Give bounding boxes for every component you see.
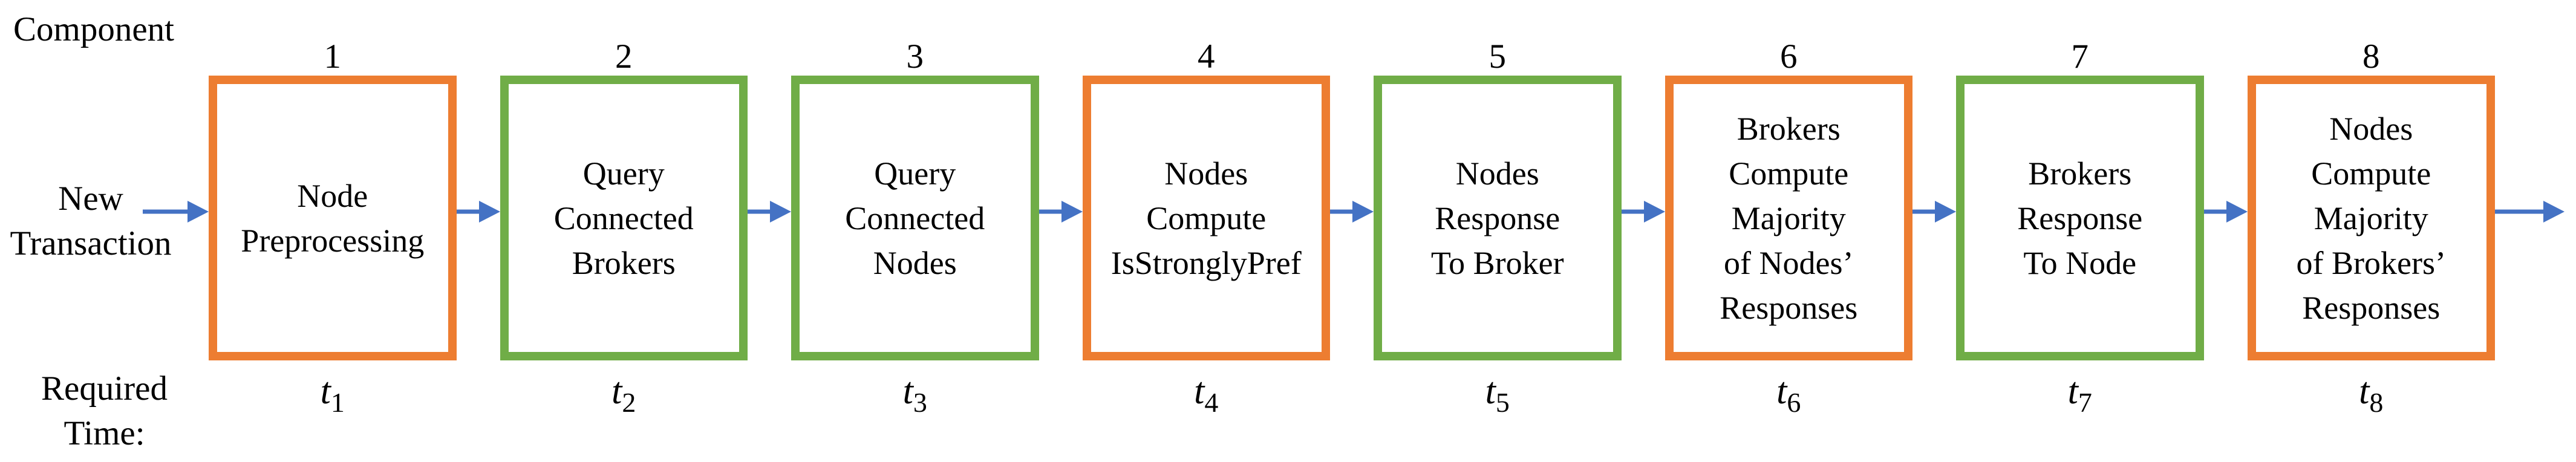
- arrow-right-icon: [1039, 201, 1083, 223]
- stage-number: 6: [1780, 37, 1798, 76]
- component-box-label: Query Connected Nodes: [845, 155, 985, 281]
- time-subscript: 2: [622, 387, 636, 418]
- stage-6: 6 Brokers Compute Majority of Nodes’ Res…: [1665, 0, 1913, 462]
- component-box-label: Brokers Response To Node: [2017, 155, 2143, 281]
- flow-arrow: [1039, 0, 1083, 462]
- required-time-label: Required Time:: [41, 369, 168, 452]
- flow-arrow: [1621, 0, 1665, 462]
- time-subscript: 1: [330, 387, 345, 418]
- component-box: Nodes Response To Broker: [1374, 76, 1622, 360]
- arrow-right-icon: [2203, 201, 2248, 223]
- component-box-label: Nodes Compute IsStronglyPref: [1110, 155, 1302, 281]
- flow-arrow-out: [2495, 0, 2576, 462]
- required-time-value: t5: [1374, 360, 1622, 462]
- stage-1: 1 Node Preprocessing t1: [209, 0, 457, 462]
- arrow-right-icon: [748, 201, 791, 223]
- flow-arrow: [1912, 0, 1956, 462]
- component-box: Query Connected Brokers: [500, 76, 748, 360]
- stage-number: 3: [906, 37, 924, 76]
- time-symbol: t: [1194, 371, 1205, 412]
- stage-4: 4 Nodes Compute IsStronglyPref t4: [1082, 0, 1331, 462]
- component-box-label: Query Connected Brokers: [553, 155, 694, 281]
- required-time-value: t4: [1083, 360, 1331, 462]
- flow-arrow: [1330, 0, 1374, 462]
- component-box: Nodes Compute IsStronglyPref: [1082, 76, 1330, 360]
- flow-arrow: [748, 0, 791, 462]
- stage-2: 2 Query Connected Brokers t2: [500, 0, 748, 462]
- required-time-value: t8: [2248, 360, 2496, 462]
- time-symbol: t: [1776, 371, 1787, 412]
- arrow-right-icon: [1912, 201, 1956, 223]
- stage-3: 3 Query Connected Nodes t3: [791, 0, 1039, 462]
- time-subscript: 5: [1495, 387, 1510, 418]
- arrow-right-icon: [1621, 201, 1665, 223]
- flow-arrow: [2203, 0, 2248, 462]
- stage-8: 8 Nodes Compute Majority of Brokers’ Res…: [2247, 0, 2496, 462]
- component-box: Brokers Compute Majority of Nodes’ Respo…: [1665, 76, 1912, 360]
- component-box: Query Connected Nodes: [791, 76, 1039, 360]
- left-label-column: Component New Transaction Required Time:: [0, 0, 209, 462]
- arrow-right-icon: [2495, 201, 2565, 223]
- component-box-label: Brokers Compute Majority of Nodes’ Respo…: [1720, 110, 1858, 326]
- arrow-right-icon: [143, 201, 209, 223]
- time-symbol: t: [902, 371, 913, 412]
- time-subscript: 3: [913, 387, 927, 418]
- time-subscript: 7: [2078, 387, 2092, 418]
- required-time-value: t6: [1665, 360, 1913, 462]
- time-subscript: 6: [1787, 387, 1801, 418]
- new-transaction-label: New Transaction: [10, 180, 172, 262]
- stage-7: 7 Brokers Response To Node t7: [1956, 0, 2204, 462]
- component-box-label: Node Preprocessing: [241, 177, 425, 259]
- time-symbol: t: [320, 371, 331, 412]
- time-symbol: t: [2359, 371, 2370, 412]
- stage-number: 7: [2071, 37, 2089, 76]
- stage-number: 2: [615, 37, 633, 76]
- stage-number: 4: [1198, 37, 1215, 76]
- stage-number: 8: [2362, 37, 2380, 76]
- stage-number: 1: [324, 37, 342, 76]
- stage-number: 5: [1489, 37, 1507, 76]
- component-box-label: Nodes Response To Broker: [1430, 155, 1564, 281]
- time-subscript: 4: [1204, 387, 1219, 418]
- time-symbol: t: [2067, 371, 2078, 412]
- time-symbol: t: [1485, 371, 1496, 412]
- arrow-right-icon: [456, 201, 500, 223]
- time-subscript: 8: [2369, 387, 2384, 418]
- component-box: Brokers Response To Node: [1956, 76, 2204, 360]
- component-box: Nodes Compute Majority of Brokers’ Respo…: [2247, 76, 2495, 360]
- flow-arrow: [456, 0, 500, 462]
- component-box: Node Preprocessing: [209, 76, 457, 360]
- pipeline: 1 Node Preprocessing t1 2 Query Connecte…: [209, 0, 2576, 462]
- stage-5: 5 Nodes Response To Broker t5: [1374, 0, 1622, 462]
- required-time-value: t3: [791, 360, 1039, 462]
- component-label: Component: [13, 10, 174, 48]
- required-time-value: t1: [209, 360, 457, 462]
- required-time-value: t2: [500, 360, 748, 462]
- component-box-label: Nodes Compute Majority of Brokers’ Respo…: [2296, 110, 2446, 326]
- required-time-value: t7: [1956, 360, 2204, 462]
- time-symbol: t: [611, 371, 622, 412]
- arrow-right-icon: [1330, 201, 1374, 223]
